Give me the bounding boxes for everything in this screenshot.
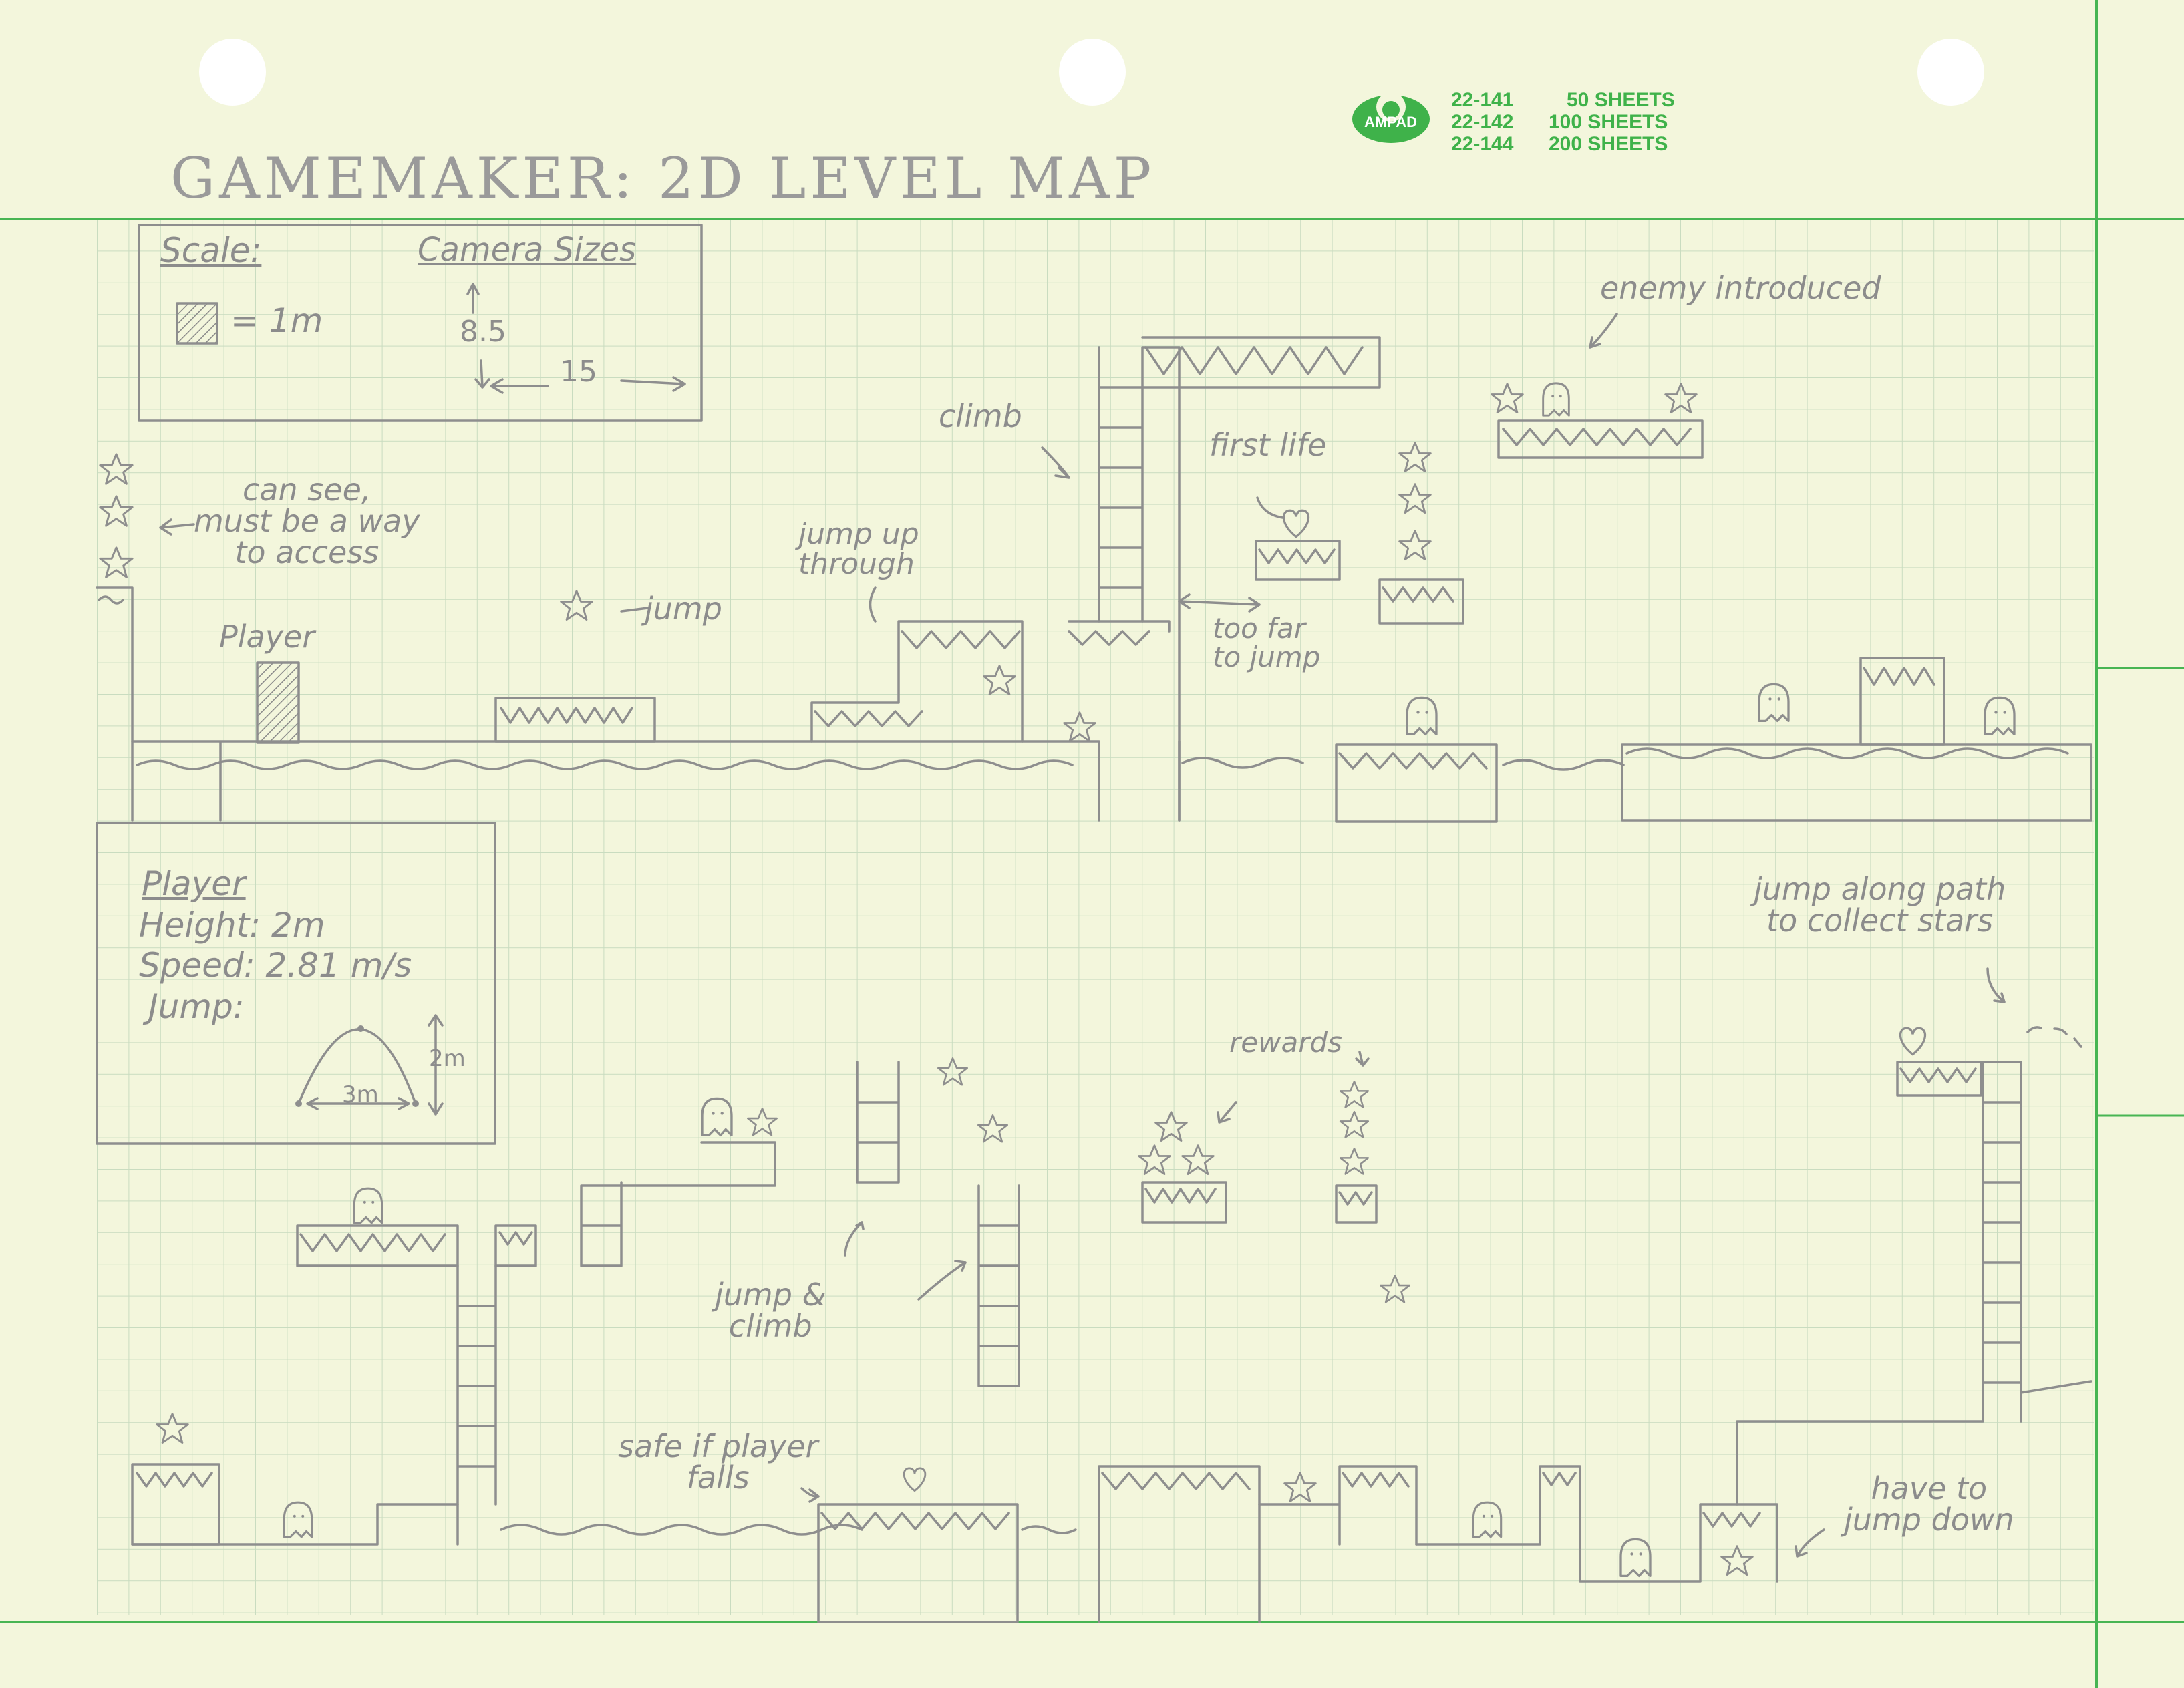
jump-width-value: 3m [342, 1083, 379, 1107]
camera-height-value: 8.5 [460, 317, 506, 347]
note-too-far: too far to jump [1213, 615, 1320, 672]
note-rewards: rewards [1229, 1029, 1342, 1057]
note-jump-along-path: jump along path to collect stars [1754, 874, 2006, 937]
binder-hole [199, 39, 266, 106]
player-sprite [257, 663, 299, 743]
note-have-to-jump-down: have to jump down [1844, 1473, 2014, 1536]
scale-swatch [177, 303, 217, 343]
jump-height-value: 2m [429, 1047, 466, 1071]
player-jump-line: Jump: [148, 990, 245, 1024]
sheet-count-1: 50 SHEETS [1567, 90, 1675, 111]
sheet-code-2: 22-142 [1451, 112, 1513, 133]
player-speed-line: Speed: 2.81 m/s [139, 949, 412, 983]
note-jump-up-through: jump up through [798, 520, 919, 580]
note-first-life: first life [1209, 430, 1326, 461]
sheet-count-2: 100 SHEETS [1549, 112, 1668, 133]
player-height-line: Height: 2m [139, 908, 325, 943]
page-title: GAMEMAKER: 2D LEVEL MAP [170, 150, 1155, 208]
scale-value: = 1m [230, 304, 323, 338]
note-jump-and-climb: jump & climb [715, 1279, 826, 1342]
sheet-code-3: 22-144 [1451, 134, 1513, 155]
sheet-code-1: 22-141 [1451, 90, 1513, 111]
scale-label: Scale: [160, 234, 261, 268]
player-box-heading: Player [142, 867, 246, 901]
sheet-count-3: 200 SHEETS [1549, 134, 1668, 155]
note-climb: climb [939, 401, 1022, 432]
note-player: Player [219, 621, 315, 653]
note-jump: jump [645, 593, 722, 625]
camera-sizes-label: Camera Sizes [418, 234, 636, 267]
ampad-brand: AMPAD [1364, 115, 1417, 130]
camera-width-value: 15 [560, 357, 597, 387]
note-can-see: can see, must be a way to access [194, 474, 420, 568]
note-enemy-introduced: enemy introduced [1600, 273, 1881, 304]
binder-hole [1917, 39, 1984, 106]
note-safe-if-falls: safe if player falls [618, 1431, 818, 1494]
binder-hole [1059, 39, 1126, 106]
